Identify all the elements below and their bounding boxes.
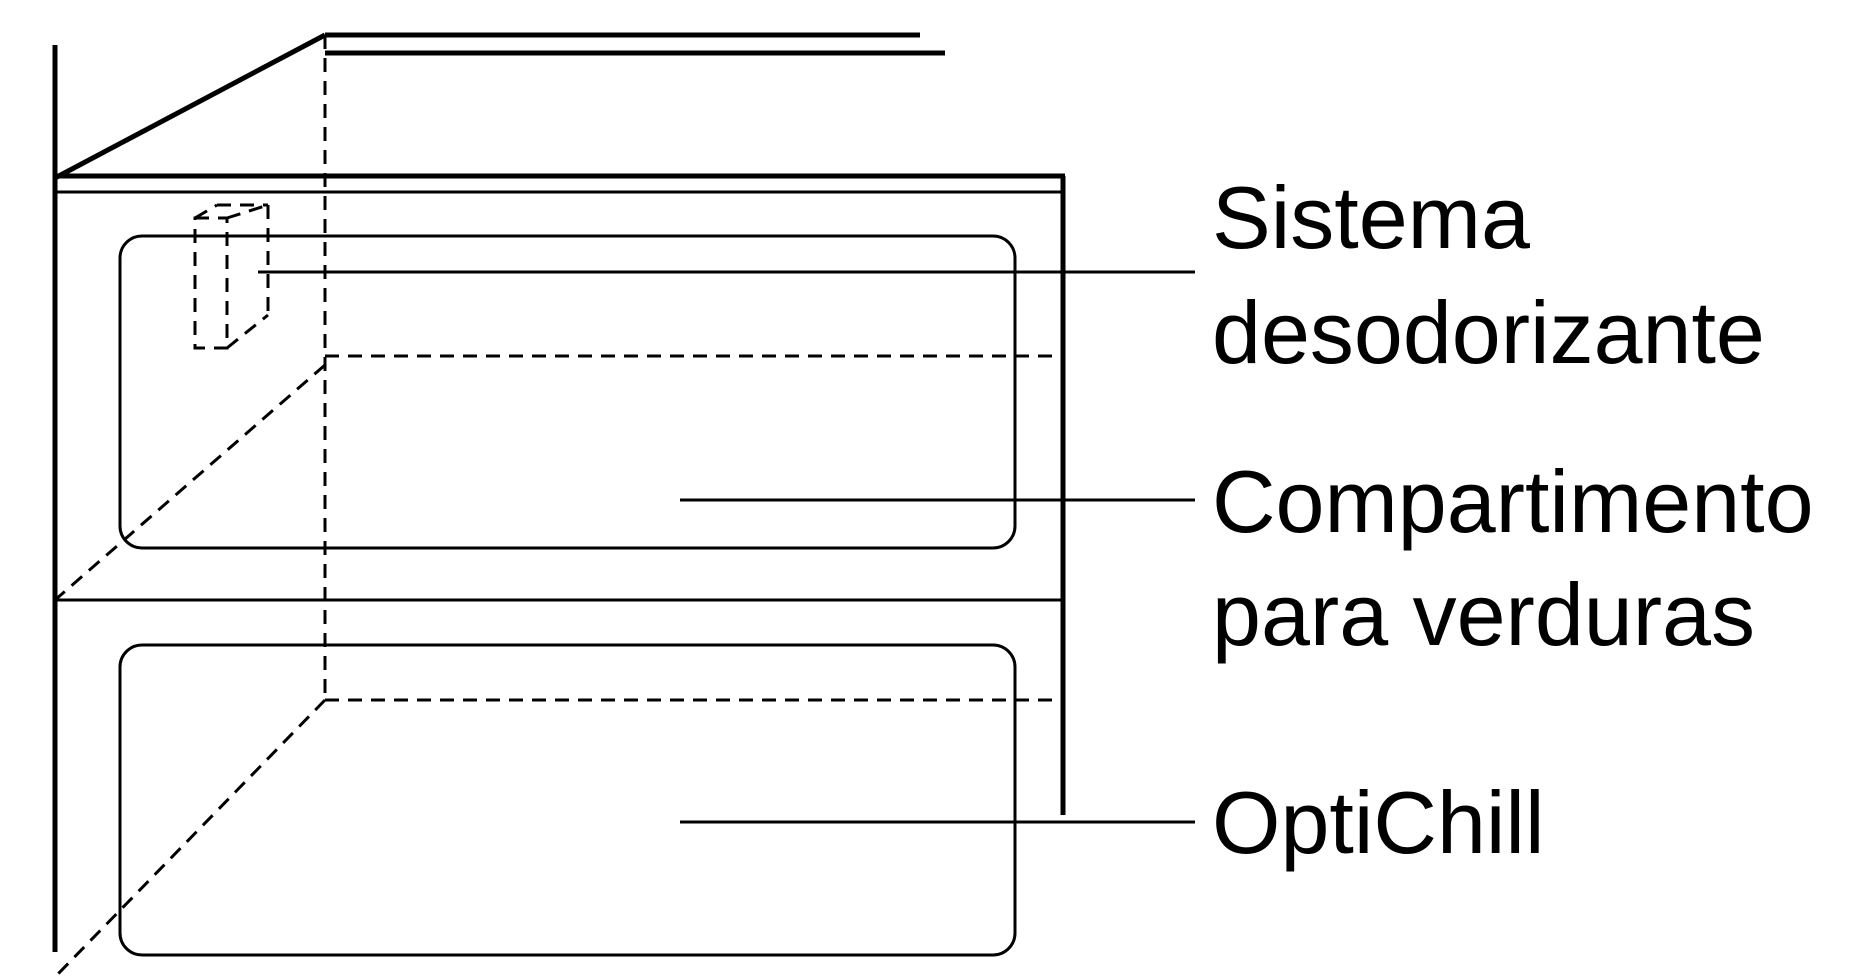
- label-vegetable-drawer: Compartimento para verduras: [1212, 452, 1838, 664]
- callout-deodorizer: Sistema desodorizante: [258, 168, 1765, 382]
- callout-optichill: OptiChill: [680, 773, 1545, 872]
- cabinet-outline: [52, 32, 1066, 952]
- cabinet-hidden-edges: [53, 35, 1063, 977]
- label-optichill: OptiChill: [1212, 773, 1545, 872]
- optichill-drawer-front: [118, 643, 1017, 957]
- label-deodorizer: Sistema desodorizante: [1212, 168, 1765, 382]
- label-deodorizer-line-2: desodorizante: [1212, 283, 1765, 382]
- label-vegetable-drawer-line-1: Compartimento: [1212, 452, 1814, 551]
- label-optichill-line-1: OptiChill: [1212, 773, 1545, 872]
- vegetable-drawer-front: [118, 234, 1017, 550]
- deodorizer-filter-icon: [193, 203, 270, 350]
- callout-vegetable-drawer: Compartimento para verduras: [680, 452, 1838, 664]
- label-deodorizer-line-1: Sistema: [1212, 168, 1530, 267]
- label-vegetable-drawer-line-2: para verduras: [1212, 565, 1755, 664]
